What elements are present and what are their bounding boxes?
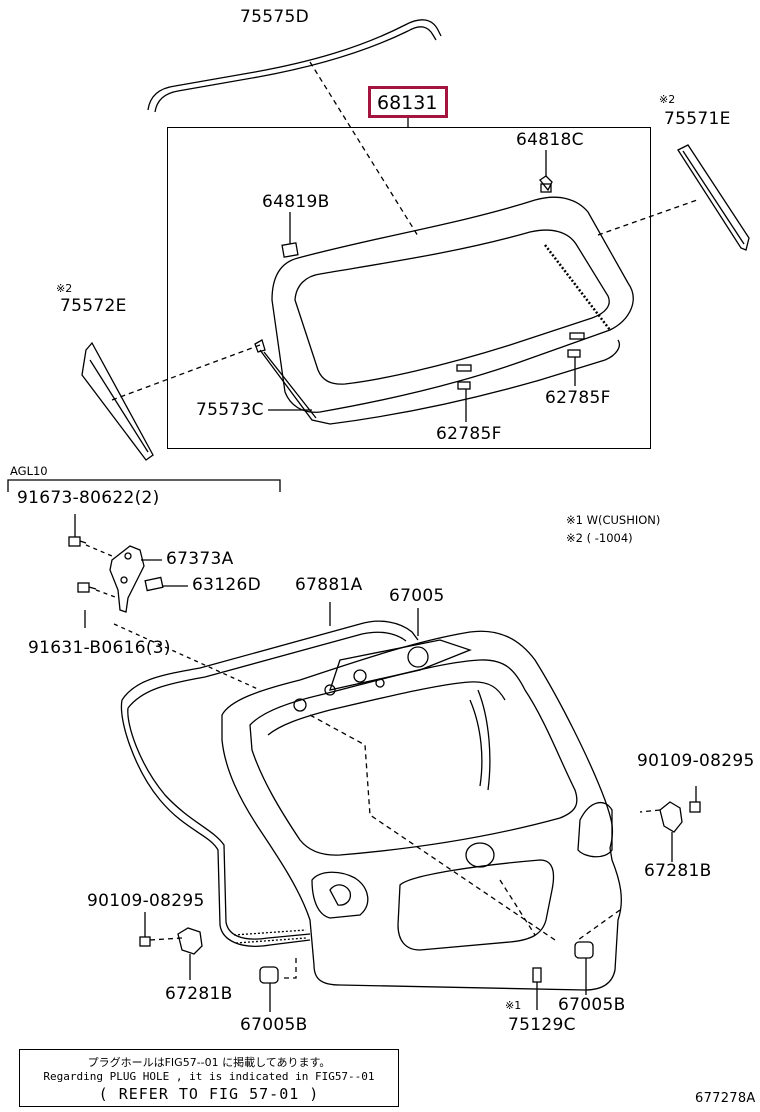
bolt-91631	[77, 582, 97, 593]
reference-note: プラグホールはFIG57--01 に掲載してあります。 Regarding PL…	[19, 1049, 399, 1107]
part-label-75129C[interactable]: 75129C	[508, 1015, 576, 1035]
bolt-91673	[68, 536, 87, 547]
clip-67281B-left	[177, 927, 203, 980]
moulding-75571E	[677, 144, 750, 251]
cushion-75129C	[532, 967, 542, 1010]
glass-group-frame	[167, 127, 651, 449]
bolt-90109-left	[139, 912, 151, 947]
cushion-67005B-right	[574, 941, 594, 995]
note-refer-link[interactable]: ( REFER TO FIG 57-01 )	[98, 1085, 320, 1103]
legend-line-2: ※2 ( -1004)	[566, 531, 633, 545]
leader-lines	[111, 61, 698, 401]
mark-75129C: ※1	[505, 999, 522, 1012]
bolt-90109-right	[689, 786, 701, 813]
mark-75572E: ※2	[56, 282, 73, 295]
mark-75571E: ※2	[659, 93, 676, 106]
legend-line-1: ※1 W(CUSHION)	[566, 513, 661, 527]
part-label-90109-left[interactable]: 90109-08295	[87, 891, 205, 911]
cushion-67005B-left	[259, 966, 279, 1012]
part-label-91673[interactable]: 91673-80622(2)	[17, 488, 160, 508]
weatherstrip-67881A	[120, 620, 419, 947]
part-label-67881A[interactable]: 67881A	[295, 575, 363, 595]
part-label-67005B-left[interactable]: 67005B	[240, 1015, 308, 1035]
note-english: Regarding PLUG HOLE , it is indicated in…	[43, 1070, 375, 1083]
hinge-67373A	[109, 545, 164, 613]
highlighted-part-68131[interactable]: 68131	[368, 86, 448, 118]
back-door-panel	[221, 630, 622, 991]
part-label-62785F-b[interactable]: 62785F	[436, 424, 502, 444]
part-label-67281B-right[interactable]: 67281B	[644, 861, 712, 881]
part-label-75571E[interactable]: 75571E	[664, 109, 731, 129]
part-label-62785F-a[interactable]: 62785F	[545, 388, 611, 408]
part-label-67281B-left[interactable]: 67281B	[165, 984, 233, 1004]
part-label-90109-right[interactable]: 90109-08295	[637, 751, 755, 771]
part-label-67005B-right[interactable]: 67005B	[558, 995, 626, 1015]
figure-id: 677278A	[695, 1091, 756, 1106]
moulding-75575D	[147, 19, 442, 113]
part-label-64819B[interactable]: 64819B	[262, 192, 330, 212]
moulding-75572E	[81, 341, 154, 461]
clip-67281B-right	[659, 801, 683, 862]
part-label-91631[interactable]: 91631-B0616(3)	[28, 638, 171, 658]
section-label-agl10: AGL10	[10, 464, 48, 478]
highlight-part-number: 68131	[377, 92, 438, 114]
back-door-glass	[254, 175, 634, 425]
part-label-75572E[interactable]: 75572E	[60, 296, 127, 316]
part-label-64818C[interactable]: 64818C	[516, 130, 584, 150]
part-label-75573C[interactable]: 75573C	[196, 400, 264, 420]
part-label-75575D[interactable]: 75575D	[240, 7, 309, 27]
part-label-67373A[interactable]: 67373A	[166, 549, 234, 569]
part-label-67005[interactable]: 67005	[389, 586, 445, 606]
part-label-63126D[interactable]: 63126D	[192, 575, 261, 595]
note-japanese: プラグホールはFIG57--01 に掲載してあります。	[87, 1056, 331, 1069]
